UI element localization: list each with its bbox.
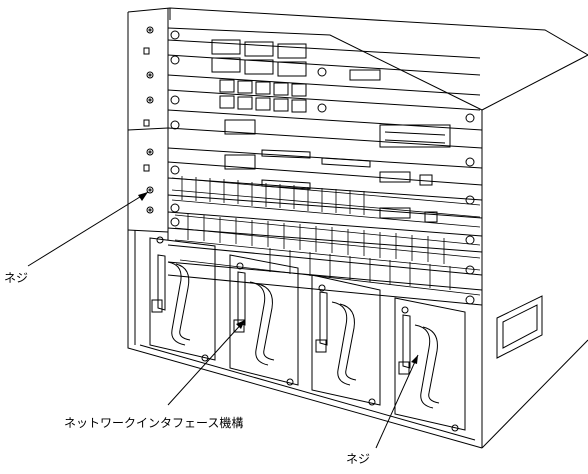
power-supply-1 — [149, 236, 216, 362]
rj45-port-grid-upper — [171, 176, 481, 228]
leader-line-interface — [167, 319, 246, 406]
leader-line-screw-left — [27, 191, 149, 267]
flange-screws — [143, 26, 154, 214]
module-3-ports — [224, 119, 451, 223]
label-network-interface-module: ネットワークインタフェース機構 — [64, 416, 244, 430]
leader-line-screw-bottom — [375, 354, 419, 449]
power-supply-3 — [311, 274, 381, 406]
chassis-outline — [127, 7, 588, 449]
module-1-blocks — [211, 39, 381, 81]
power-supply-2 — [229, 254, 299, 386]
label-screw-bottom: ネジ — [346, 452, 371, 466]
label-screw-left: ネジ — [4, 271, 29, 285]
rj45-port-grid-lower — [174, 214, 481, 296]
module-2-ports — [219, 79, 307, 113]
card-screws — [170, 30, 475, 305]
leader-arrows — [138, 192, 418, 364]
leader-lines — [27, 191, 419, 449]
power-supply-4 — [394, 297, 466, 432]
